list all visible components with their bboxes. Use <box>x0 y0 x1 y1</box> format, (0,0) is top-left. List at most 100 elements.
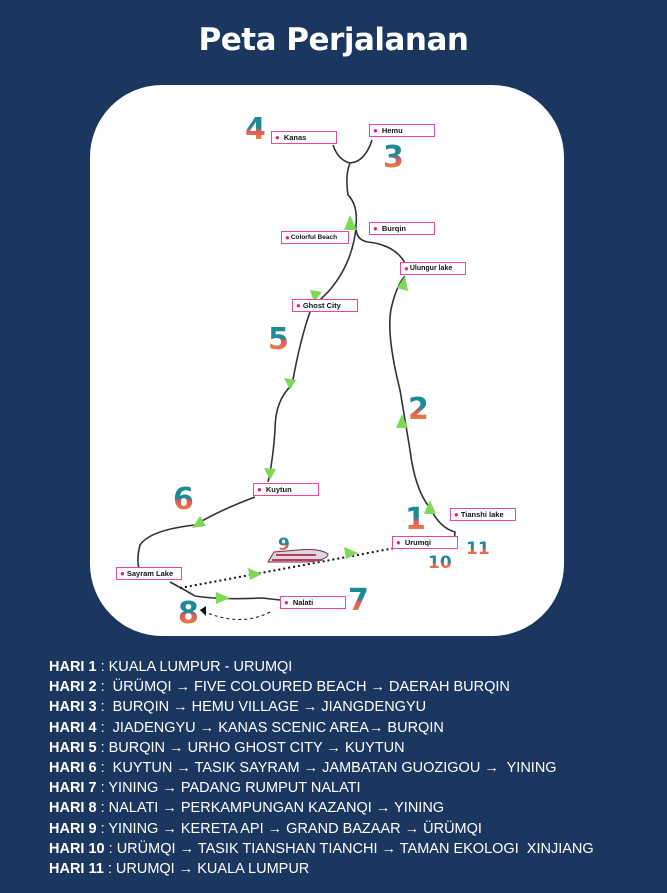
arrow-icon <box>344 547 358 559</box>
arrow-icon <box>216 592 230 604</box>
day-label: HARI 10 <box>49 840 105 857</box>
day-number-9: 9 <box>278 535 290 555</box>
day-route: JIADENGYU → KANAS SCENIC AREA→ BURQIN <box>112 719 444 736</box>
itinerary-item: HARI 5 : BURQIN → URHO GHOST CITY → KUYT… <box>49 738 594 758</box>
location-label-hemu: ●Hemu <box>369 124 435 137</box>
itinerary-item: HARI 7 : YINING → PADANG RUMPUT NALATI <box>49 778 594 798</box>
day-number-7: 7 <box>348 583 369 618</box>
separator: : <box>96 699 113 716</box>
day-number-1: 1 <box>405 502 426 537</box>
label-text: Kuytun <box>265 485 292 494</box>
route-urumqi-ulungur <box>388 275 431 509</box>
day-number-11: 11 <box>466 539 490 559</box>
itinerary-item: HARI 3 : BURQIN → HEMU VILLAGE → JIANGDE… <box>49 697 594 717</box>
day-label: HARI 6 <box>49 760 97 777</box>
pin-icon: ● <box>396 538 401 547</box>
day-route: KUYTUN → TASIK SAYRAM → JAMBATAN GUOZIGO… <box>112 760 557 777</box>
day-label: HARI 5 <box>49 739 97 756</box>
pin-icon: ● <box>373 126 378 135</box>
day-number-2: 2 <box>408 392 429 427</box>
map-card <box>90 85 564 636</box>
location-label-burqin: ●Burqin <box>369 222 435 235</box>
day-route: BURQIN → HEMU VILLAGE → JIANGDENGYU <box>112 699 427 716</box>
day-route: URÜMQI → TASIK TIANSHAN TIANCHI → TAMAN … <box>116 840 594 857</box>
route-to-burqin-north <box>346 162 406 264</box>
day-label: HARI 1 <box>49 659 97 675</box>
separator: : <box>96 679 113 696</box>
arrow-icon <box>424 500 436 514</box>
label-text: Hemu <box>381 126 403 135</box>
separator: : <box>96 780 109 797</box>
day-label: HARI 9 <box>49 820 97 837</box>
day-route: BURQIN → URHO GHOST CITY → KUYTUN <box>108 739 405 756</box>
day-label: HARI 4 <box>49 719 97 736</box>
itinerary-item: HARI 1 : KUALA LUMPUR - URUMQI <box>49 657 594 677</box>
location-label-sayram-lake: ●Sayram Lake <box>116 567 182 580</box>
label-text: Urumqi <box>404 538 432 547</box>
itinerary-item: HARI 8 : NALATI → PERKAMPUNGAN KAZANQI →… <box>49 798 594 818</box>
arrow-icon <box>264 468 276 480</box>
day-number-3: 3 <box>383 140 404 175</box>
route-kuytun-sayram <box>137 496 256 576</box>
separator: : <box>96 760 113 777</box>
day-number-10: 10 <box>428 553 452 573</box>
route-burqin-ghostcity <box>319 227 357 301</box>
pin-icon: ● <box>275 133 280 142</box>
separator: : <box>96 719 113 736</box>
day-label: HARI 3 <box>49 699 97 716</box>
pin-icon: ● <box>257 485 262 494</box>
route-sayram-nalati <box>169 581 281 601</box>
separator: : <box>103 861 116 878</box>
day-number-5: 5 <box>268 322 289 357</box>
location-label-kuytun: ●Kuytun <box>253 483 319 496</box>
itinerary-item: HARI 11 : URUMQI → KUALA LUMPUR <box>49 859 594 879</box>
train-route <box>179 547 396 589</box>
arrow-icon <box>200 606 206 616</box>
pin-icon: ● <box>296 301 301 310</box>
pin-icon: ● <box>373 224 378 233</box>
day-route: KUALA LUMPUR - URUMQI <box>108 659 293 675</box>
arrow-icon <box>344 215 357 230</box>
route-kanas-hemu <box>332 139 373 164</box>
day-route: URUMQI → KUALA LUMPUR <box>115 861 310 878</box>
location-label-ghost-city: ●Ghost City <box>292 299 358 312</box>
pin-icon: ● <box>454 510 459 519</box>
label-text: Sayram Lake <box>126 569 174 578</box>
day-route: YINING → PADANG RUMPUT NALATI <box>108 780 361 797</box>
label-text: Colorful Beach <box>290 234 338 241</box>
pin-icon: ● <box>404 264 409 273</box>
separator: : <box>96 739 109 756</box>
day-label: HARI 2 <box>49 679 97 696</box>
separator: : <box>96 820 109 837</box>
label-text: Kanas <box>283 133 307 142</box>
location-label-colorful-beach: ●Colorful Beach <box>281 231 349 244</box>
train-icon <box>267 549 329 563</box>
location-label-kanas: ●Kanas <box>271 131 337 144</box>
separator: : <box>96 659 109 675</box>
location-label-nalati: ●Nalati <box>280 596 346 609</box>
arrow-icon <box>396 414 408 428</box>
location-label-tianshi-lake: ●Tianshi lake <box>450 508 516 521</box>
itinerary-item: HARI 10 : URÜMQI → TASIK TIANSHAN TIANCH… <box>49 839 594 859</box>
arrow-icon <box>397 276 408 291</box>
day-label: HARI 8 <box>49 800 97 817</box>
day-number-8: 8 <box>178 596 199 631</box>
label-text: Nalati <box>292 598 314 607</box>
pin-icon: ● <box>285 233 290 242</box>
itinerary-item: HARI 6 : KUYTUN → TASIK SAYRAM → JAMBATA… <box>49 758 594 778</box>
day-label: HARI 11 <box>49 861 104 878</box>
arrow-icon <box>248 568 262 580</box>
label-text: Burqin <box>381 224 407 233</box>
label-text: Ulungur lake <box>409 265 453 272</box>
location-label-ulungur-lake: ●Ulungur lake <box>400 262 466 275</box>
label-text: Tianshi lake <box>460 510 504 519</box>
return-route <box>199 609 271 621</box>
day-route: ÜRÜMQI → FIVE COLOURED BEACH → DAERAH BU… <box>112 679 510 696</box>
day-number-6: 6 <box>173 482 194 517</box>
route-ghostcity-kuytun <box>267 311 311 483</box>
pin-icon: ● <box>120 569 125 578</box>
itinerary-item: HARI 9 : YINING → KERETA API → GRAND BAZ… <box>49 819 594 839</box>
pin-icon: ● <box>284 598 289 607</box>
day-route: NALATI → PERKAMPUNGAN KAZANQI → YINING <box>108 800 445 817</box>
